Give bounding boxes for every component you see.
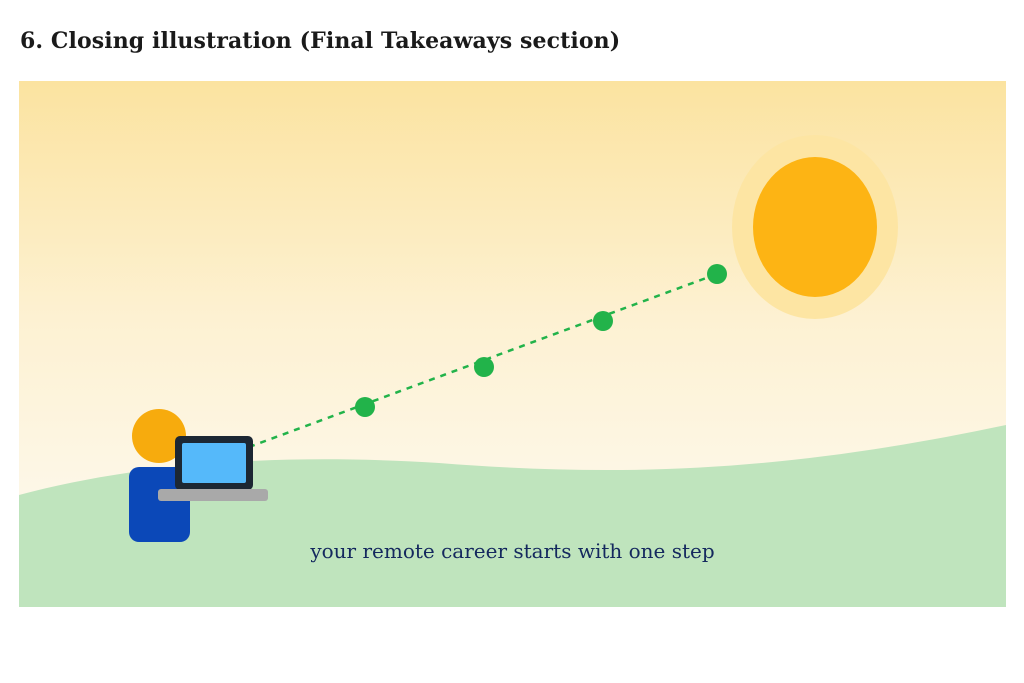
laptop-screen xyxy=(182,443,246,483)
person-head xyxy=(132,409,186,463)
section-heading: 6. Closing illustration (Final Takeaways… xyxy=(20,28,621,54)
laptop-icon xyxy=(158,436,268,501)
sun-core xyxy=(753,157,877,297)
closing-illustration: your remote career starts with one step xyxy=(19,81,1006,607)
path-step-dot xyxy=(474,357,494,377)
illustration-caption: your remote career starts with one step xyxy=(310,539,715,563)
green-hill xyxy=(19,425,1006,607)
path-step-dot xyxy=(593,311,613,331)
sun-icon xyxy=(732,135,898,319)
laptop-base xyxy=(158,489,268,501)
person-icon xyxy=(129,409,190,542)
path-step-dot xyxy=(355,397,375,417)
path-step-dot xyxy=(707,264,727,284)
person-body xyxy=(129,467,190,542)
illustration-canvas xyxy=(19,81,1006,607)
